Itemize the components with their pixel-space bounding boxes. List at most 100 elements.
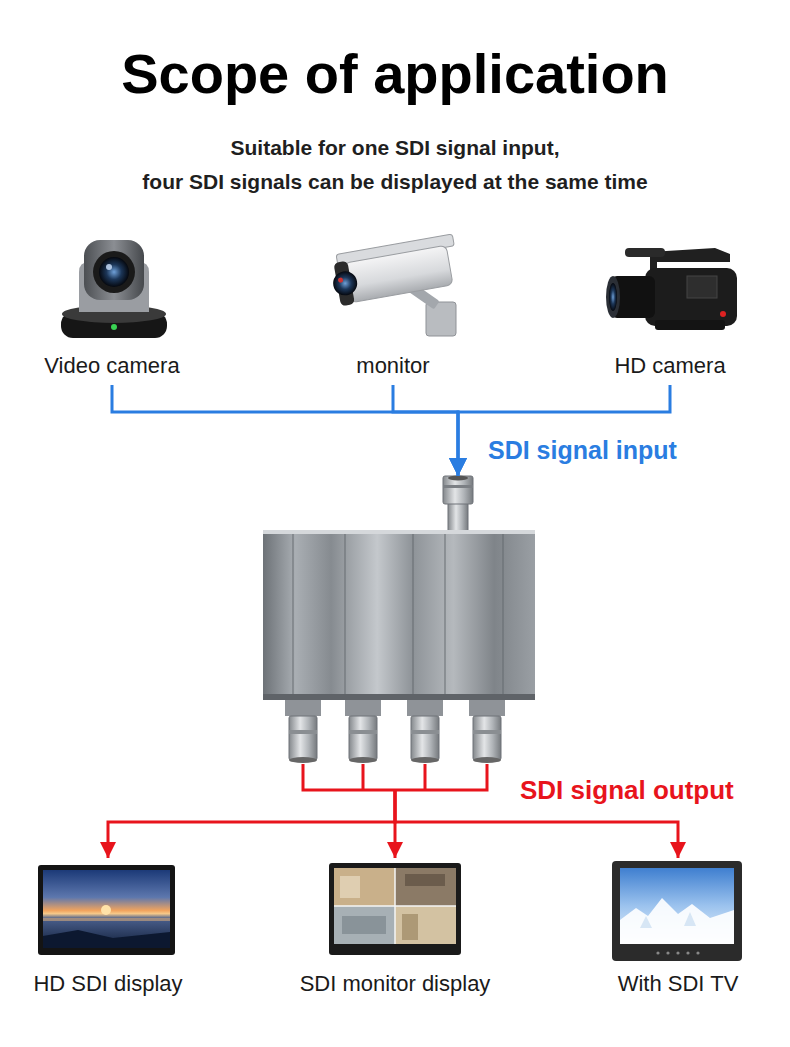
hd-display-icon — [38, 865, 175, 955]
sdi-splitter-device — [289, 730, 317, 734]
sdi-tv-icon — [620, 898, 734, 944]
multiview-monitor-icon — [334, 868, 456, 944]
sdi-splitter-device — [285, 700, 505, 763]
subtitle-wrap: four SDI signals can be displayed at the… — [0, 168, 790, 196]
sdi-splitter-device — [443, 485, 473, 488]
sdi-splitter-device — [473, 716, 501, 760]
hd-display-icon — [38, 865, 175, 955]
cctv-camera-icon — [331, 269, 359, 297]
multiview-monitor-icon — [395, 906, 456, 944]
subtitle-line: four SDI signals can be displayed at the… — [0, 168, 790, 196]
multiview-monitor-icon — [340, 876, 360, 898]
ptz-camera-icon — [93, 251, 135, 293]
input-signal-line — [112, 385, 458, 476]
multiview-monitor-icon — [405, 874, 445, 886]
ptz-camera-icon — [84, 240, 144, 300]
sdi-splitter-device — [292, 534, 294, 694]
sdi-tv-icon — [676, 951, 679, 954]
sdi-tv-icon — [686, 951, 689, 954]
multiview-monitor-icon — [334, 906, 395, 944]
multiview-monitor-icon — [395, 868, 456, 906]
multiview-monitor-icon — [402, 914, 418, 940]
sdi-splitter-device — [349, 757, 377, 763]
sdi-tv-icon — [656, 951, 659, 954]
sdi-splitter-device — [263, 694, 535, 700]
sdi-splitter-device — [444, 534, 446, 694]
device-label: HD SDI display — [18, 970, 198, 998]
output-bracket-wire — [302, 764, 489, 790]
ptz-camera-icon — [99, 257, 129, 287]
splitter-box: SDI signal inputSDI signal output — [263, 476, 535, 790]
device-box: HD camera — [595, 232, 745, 385]
multiview-monitor-icon — [329, 863, 461, 955]
hd-camcorder-icon — [606, 248, 737, 330]
cctv-camera-icon — [328, 234, 461, 307]
ptz-camera-icon — [106, 264, 112, 270]
sdi-splitter-device — [349, 730, 377, 734]
sdi-splitter-device — [293, 534, 503, 694]
hd-camcorder-icon — [606, 276, 620, 318]
sdi-splitter-device — [443, 476, 473, 504]
hd-camcorder-icon — [655, 320, 725, 330]
device-box: HD SDI display — [18, 858, 198, 1008]
sdi-splitter-device — [289, 757, 317, 763]
ptz-camera-icon — [61, 240, 167, 338]
hd-display-icon — [43, 870, 170, 948]
hd-camcorder-icon — [720, 311, 726, 317]
signal-label: SDI signal output — [520, 776, 734, 804]
hd-display-icon — [43, 930, 170, 948]
sdi-splitter-device — [411, 730, 439, 734]
hd-camcorder-icon — [645, 268, 737, 326]
sdi-splitter-device — [344, 534, 346, 694]
sdi-splitter-device — [263, 530, 535, 534]
hd-camcorder-icon — [609, 283, 617, 311]
hd-camcorder-icon — [625, 248, 665, 257]
title-wrap: Scope of application — [0, 40, 790, 107]
device-label: SDI monitor display — [280, 970, 510, 998]
input-signal-line — [393, 385, 458, 476]
sdi-splitter-device — [411, 716, 439, 760]
subtitle-wrap: Suitable for one SDI signal input, — [0, 134, 790, 162]
signal-label: SDI signal input — [488, 436, 677, 464]
sdi-splitter-device — [285, 700, 321, 716]
hd-display-icon — [101, 905, 111, 915]
sdi-splitter-device — [349, 716, 377, 760]
sdi-splitter-device — [448, 500, 468, 532]
sdi-splitter-device — [407, 700, 443, 716]
sdi-splitter-device — [473, 730, 501, 734]
sdi-tv-icon — [640, 912, 696, 928]
sdi-tv-icon — [612, 861, 742, 961]
cctv-camera-icon — [344, 245, 453, 302]
ptz-camera-icon — [111, 324, 117, 330]
device-box: With SDI TV — [588, 858, 768, 1008]
output-signal-line — [108, 790, 395, 858]
sdi-splitter-device — [473, 757, 501, 763]
sdi-tv-icon — [612, 861, 742, 961]
sdi-tv-icon — [620, 868, 734, 944]
hd-camcorder-icon — [687, 276, 717, 298]
sdi-splitter-device — [469, 700, 505, 716]
sdi-splitter-device — [263, 476, 535, 791]
page-title: Scope of application — [0, 40, 790, 107]
cctv-camera-icon — [328, 234, 461, 336]
device-label: Video camera — [27, 352, 197, 380]
multiview-monitor-icon — [329, 863, 461, 955]
device-label: HD camera — [595, 352, 745, 380]
device-label: monitor — [318, 352, 468, 380]
multiview-monitor-icon — [342, 916, 386, 934]
device-box: Video camera — [27, 232, 197, 385]
device-box: SDI monitor display — [280, 858, 510, 1008]
cctv-camera-icon — [338, 277, 344, 283]
device-label: With SDI TV — [588, 970, 768, 998]
sdi-splitter-device — [289, 716, 317, 760]
sdi-splitter-device — [411, 757, 439, 763]
subtitle-line: Suitable for one SDI signal input, — [0, 134, 790, 162]
device-box: monitor — [318, 232, 468, 385]
sdi-splitter-device — [412, 534, 414, 694]
hd-display-icon — [43, 918, 170, 921]
sdi-splitter-device — [448, 476, 468, 481]
sdi-splitter-device — [502, 534, 504, 694]
sdi-tv-icon — [696, 951, 699, 954]
sdi-tv-icon — [666, 951, 669, 954]
